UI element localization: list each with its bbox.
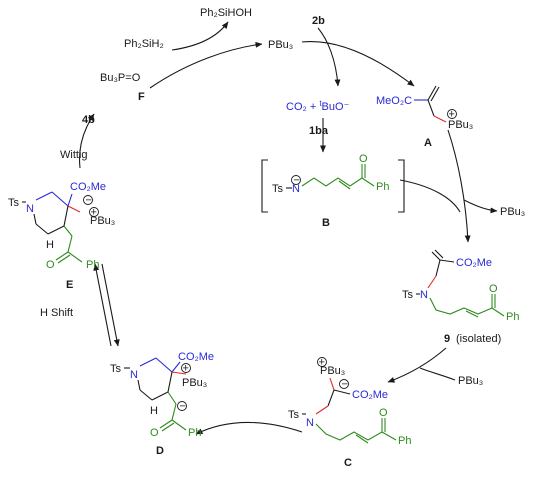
arrow-9-to-C [387, 347, 447, 383]
nine-isolated: (isolated) [456, 333, 501, 345]
E-ts: Ts [8, 197, 20, 209]
pbu3-release-label: PBu₃ [500, 206, 525, 218]
label-B: B [322, 217, 330, 229]
side-arrows [171, 21, 498, 381]
arrow-E-to-F [78, 113, 95, 169]
A-pbu3: PBu₃ [448, 119, 473, 131]
structure-B: Ts − N O Ph B [261, 153, 405, 229]
structure-C: + PBu₃ − CO₂Me Ts N O Ph C [288, 357, 411, 470]
C-ts: Ts [288, 409, 300, 421]
C-n: N [306, 417, 314, 429]
arrow-release-pbu3 [463, 199, 498, 214]
phosphine-oxide-label: Bu₃P=O [100, 72, 141, 84]
reagent-1ba: 1ba [309, 125, 329, 137]
E-n: N [26, 203, 34, 215]
arrow-F-to-pbu3 [149, 41, 263, 89]
nine-ph: Ph [506, 311, 519, 323]
D-ts: Ts [110, 363, 122, 375]
pbu3-top-label: PBu₃ [268, 39, 293, 51]
arrow-A-to-9 [447, 129, 471, 243]
C-ph: Ph [398, 435, 411, 447]
E-ph: Ph [86, 259, 99, 271]
label-D: D [156, 445, 164, 457]
nine-ts: Ts [402, 289, 414, 301]
silanol-label: Ph₂SiHOH [200, 7, 252, 19]
cycle-arrows [78, 40, 471, 435]
E-pbu3: PBu₃ [90, 215, 115, 227]
arrow-D-to-E [93, 263, 112, 347]
arrow-2b-to-co2 [317, 27, 341, 87]
wittig-label: Wittig [60, 149, 88, 161]
arrow-silane-to-silanol [171, 21, 229, 51]
B-o: O [359, 153, 368, 165]
label-F: F [138, 91, 145, 103]
svg-text:−: − [294, 175, 300, 187]
arrow-pbu3-in [419, 367, 456, 381]
C-pbu3: PBu₃ [320, 365, 345, 377]
svg-text:+: + [183, 363, 189, 375]
D-pbu3: PBu₃ [182, 377, 207, 389]
E-o: O [46, 259, 55, 271]
pbu3-add-label: PBu₃ [458, 375, 483, 387]
D-ph: Ph [188, 427, 201, 439]
svg-text:+: + [91, 207, 97, 219]
nine-o: O [489, 283, 498, 295]
arrow-E-to-D [101, 263, 120, 347]
reagent-2b: 2b [312, 15, 325, 27]
E-co2me: CO₂Me [70, 181, 106, 193]
D-co2me: CO₂Me [178, 351, 214, 363]
D-o: O [150, 427, 159, 439]
C-co2me: CO₂Me [352, 389, 388, 401]
label-E: E [66, 279, 73, 291]
A-meo2c: MeO₂C [376, 95, 412, 107]
svg-text:+: + [319, 357, 325, 369]
label-A: A [424, 137, 432, 149]
C-o: O [379, 407, 388, 419]
D-n: N [130, 369, 138, 381]
arrow-C-to-D [195, 421, 303, 435]
label-9: 9 [444, 333, 450, 345]
svg-text:−: − [86, 195, 92, 207]
reagent-4b: 4b [82, 114, 95, 126]
structure-A: MeO₂C + PBu₃ A [376, 85, 473, 149]
structure-9: CO₂Me Ts N O Ph 9 (isolated) [402, 249, 519, 345]
B-ts: Ts [272, 183, 284, 195]
B-n: N [292, 183, 300, 195]
D-h: H [150, 405, 158, 417]
silane-label: Ph₂SiH₂ [124, 38, 164, 50]
nine-co2me: CO₂Me [456, 257, 492, 269]
nine-n: N [420, 289, 428, 301]
arrow-pbu3-to-A [301, 40, 415, 87]
svg-text:−: − [180, 401, 186, 413]
structure-D: CO₂Me + PBu₃ Ts N H − O Ph D [110, 351, 214, 457]
B-ph: Ph [376, 181, 389, 193]
label-C: C [344, 457, 352, 469]
structure-E: CO₂Me − + PBu₃ Ts N H O Ph E [8, 181, 115, 291]
svg-text:−: − [342, 379, 348, 391]
h-shift-label: H Shift [40, 307, 73, 319]
arrow-B-joins [399, 179, 461, 213]
svg-text:+: + [449, 109, 455, 121]
co2-tbuo-label: CO₂ + tBuO⁻ [286, 99, 350, 113]
E-h: H [46, 239, 54, 251]
